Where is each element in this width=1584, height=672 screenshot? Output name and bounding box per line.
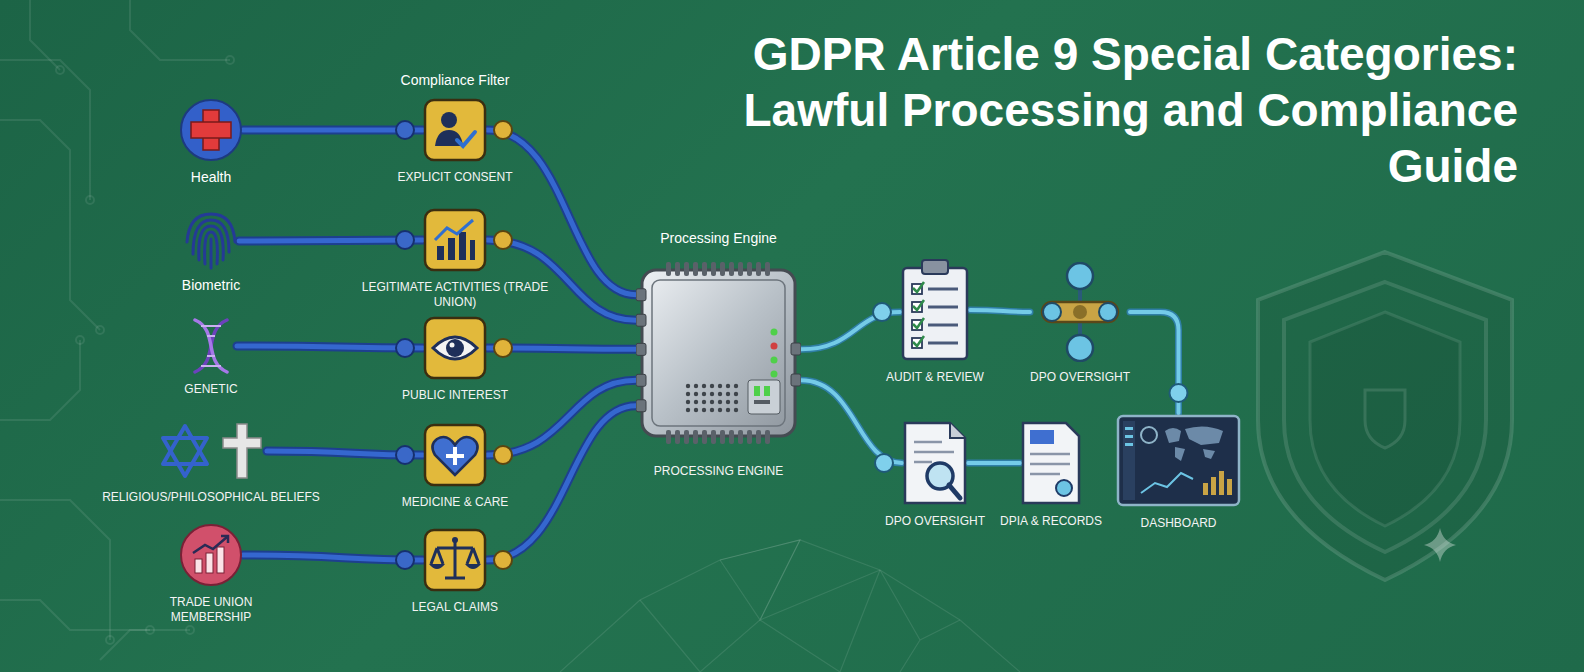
connector-wire <box>267 446 423 464</box>
processing-engine-art <box>636 262 801 444</box>
connector-wire <box>801 303 900 349</box>
biometric-icon: Biometric <box>183 212 239 270</box>
dpo-network-icon: DPO OVERSIGHT <box>1030 262 1130 362</box>
connector-wire <box>487 380 636 464</box>
connector-wire <box>237 339 423 357</box>
dpo-document-icon-art <box>902 420 968 506</box>
filter-box-art <box>423 423 487 487</box>
religion-icon: RELIGIOUS/PHILOSOPHICAL BELIEFS <box>155 420 267 482</box>
node-label: PUBLIC INTEREST <box>355 388 555 403</box>
connector-wire <box>487 339 636 357</box>
filter-box-art <box>423 528 487 592</box>
dpia-document-icon: DPIA & RECORDS <box>1020 420 1082 506</box>
node-label: RELIGIOUS/PHILOSOPHICAL BELIEFS <box>101 490 321 505</box>
genetic-icon-art <box>185 318 237 374</box>
node-label: GENETIC <box>151 382 271 397</box>
node-label: PROCESSING ENGINE <box>619 464 819 479</box>
node-label: Health <box>151 170 271 185</box>
audit-icon-art <box>900 258 970 362</box>
node-label: Biometric <box>151 278 271 293</box>
religion-icon-art <box>155 420 267 482</box>
connector-wire <box>243 551 423 569</box>
genetic-icon: GENETIC <box>185 318 237 374</box>
lowpoly-mesh <box>560 540 1020 672</box>
connector-wire <box>487 406 636 569</box>
shield-watermark <box>1258 252 1512 580</box>
union-icon-art <box>179 523 243 587</box>
node-label: LEGAL CLAIMS <box>355 600 555 615</box>
filter-box: PUBLIC INTEREST <box>423 316 487 380</box>
node-label: AUDIT & REVIEW <box>865 370 1005 385</box>
filter-box: MEDICINE & CARE <box>423 423 487 487</box>
dashboard-icon: DASHBOARD <box>1115 413 1242 508</box>
connector-wire <box>243 121 423 139</box>
dpo-document-icon: DPO OVERSIGHT <box>902 420 968 506</box>
filter-box-art <box>423 316 487 380</box>
node-heading: Processing Engine <box>619 231 819 246</box>
dashboard-icon-art <box>1115 413 1242 508</box>
node-label: EXPLICIT CONSENT <box>355 170 555 185</box>
node-label: TRADE UNION MEMBERSHIP <box>151 595 271 625</box>
connector-wire <box>968 463 1020 464</box>
health-icon-art <box>179 98 243 162</box>
node-label: DPO OVERSIGHT <box>1010 370 1150 385</box>
biometric-icon-art <box>183 212 239 270</box>
node-label: DASHBOARD <box>1114 516 1244 531</box>
connector-wire <box>239 231 423 249</box>
connector-wire <box>487 231 636 320</box>
health-icon: Health <box>179 98 243 162</box>
node-label: LEGITIMATE ACTIVITIES (TRADE UNION) <box>358 280 553 310</box>
filter-box-art <box>423 98 487 162</box>
union-icon: TRADE UNION MEMBERSHIP <box>179 523 243 587</box>
filter-box: LEGITIMATE ACTIVITIES (TRADE UNION) <box>423 208 487 272</box>
sparkle <box>1424 528 1456 562</box>
diagram-title: GDPR Article 9 Special Categories: Lawfu… <box>638 26 1518 194</box>
processing-engine: Processing EnginePROCESSING ENGINE <box>636 262 801 444</box>
column-heading: Compliance Filter <box>375 72 535 88</box>
filter-box: EXPLICIT CONSENT <box>423 98 487 162</box>
node-label: DPO OVERSIGHT <box>880 514 990 529</box>
audit-icon: AUDIT & REVIEW <box>900 258 970 362</box>
connector-wire <box>970 310 1030 312</box>
dpo-network-icon-art <box>1030 262 1130 362</box>
node-label: MEDICINE & CARE <box>355 495 555 510</box>
connector-wire <box>1130 312 1188 413</box>
filter-box-art <box>423 208 487 272</box>
connector-wire <box>801 380 902 472</box>
node-label: DPIA & RECORDS <box>993 514 1109 529</box>
filter-box: LEGAL CLAIMS <box>423 528 487 592</box>
dpia-document-icon-art <box>1020 420 1082 506</box>
circuit-traces <box>0 0 234 660</box>
